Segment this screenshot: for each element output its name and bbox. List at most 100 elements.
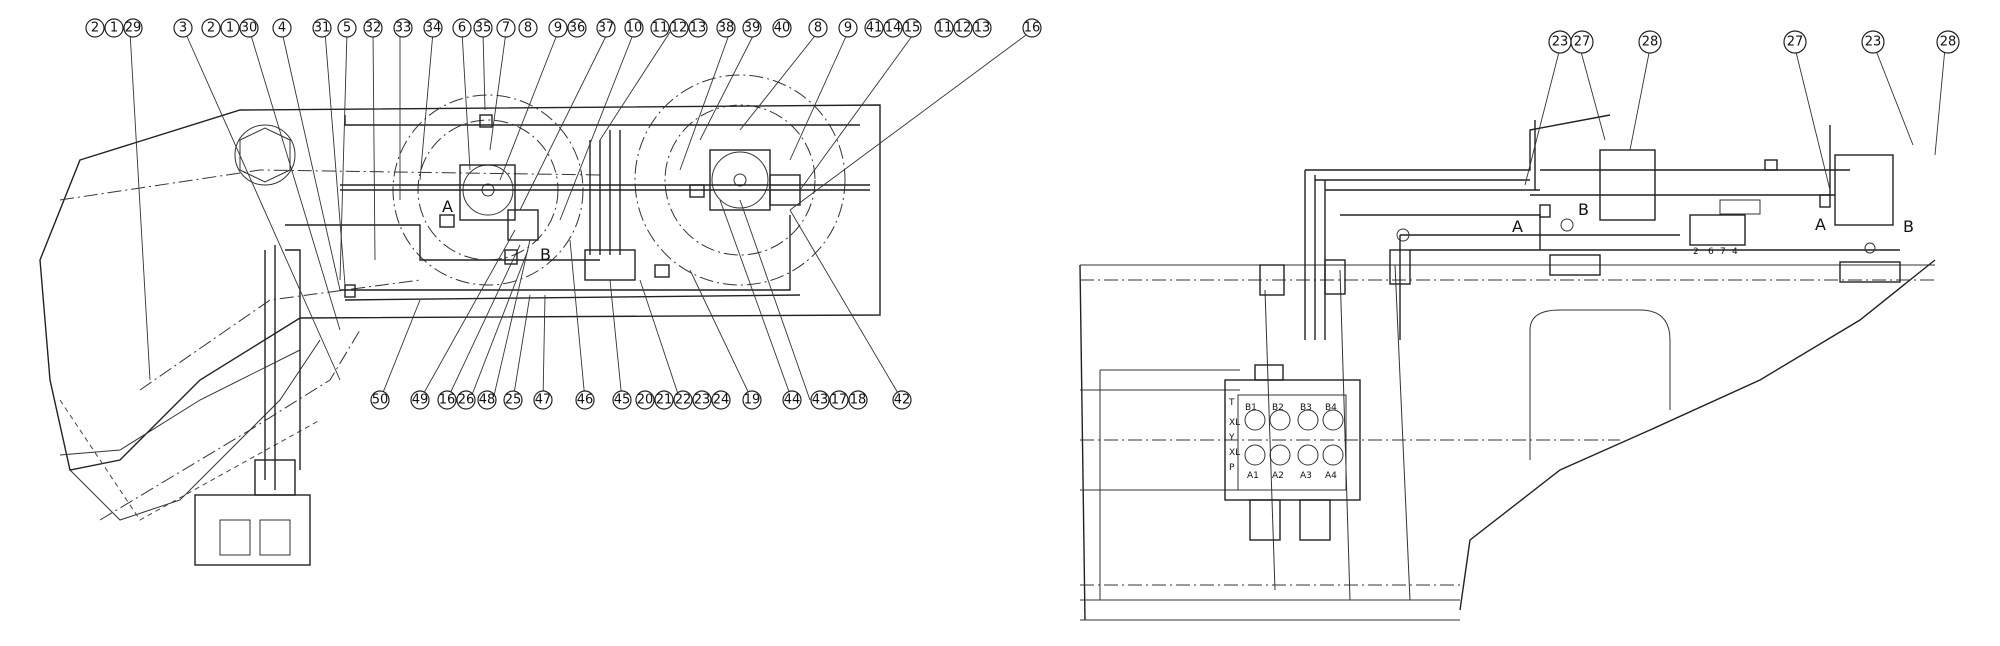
svg-text:47: 47 [535, 393, 552, 408]
manifold-solenoid [1719, 199, 1761, 215]
valve-top-fitting [1254, 364, 1284, 381]
manifold-number: 4 [1732, 247, 1738, 257]
balloon: 27 [1783, 30, 1807, 54]
balloon: 12 [669, 18, 689, 38]
balloon: 15 [902, 18, 922, 38]
balloon: 26 [456, 390, 476, 410]
valve-side-xl-2: XL [1229, 448, 1240, 458]
pipe-return [340, 215, 791, 291]
svg-text:18: 18 [850, 393, 867, 408]
svg-text:27: 27 [1574, 35, 1591, 50]
svg-text:12: 12 [671, 21, 688, 36]
balloon: 44 [782, 390, 802, 410]
control-valve-block [194, 494, 311, 566]
port-label-a: A [1815, 215, 1826, 234]
balloon: 7 [496, 18, 516, 38]
control-valve-inner [1237, 394, 1347, 491]
valve-block-1 [507, 209, 539, 241]
balloon: 16 [1022, 18, 1042, 38]
balloon: 43 [810, 390, 830, 410]
balloon: 18 [848, 390, 868, 410]
clamp-2 [1324, 259, 1346, 295]
svg-text:4: 4 [278, 21, 286, 36]
pivot-hex [239, 127, 291, 183]
balloon: 47 [533, 390, 553, 410]
valve-port [1269, 444, 1291, 466]
svg-text:1: 1 [226, 21, 234, 36]
port-label-b: B [1578, 200, 1589, 219]
svg-text:29: 29 [125, 21, 142, 36]
svg-text:3: 3 [179, 21, 187, 36]
svg-text:42: 42 [894, 393, 911, 408]
balloon: 14 [883, 18, 903, 38]
chassis-verticals [1264, 264, 1411, 601]
valve-label-b1: B1 [1245, 403, 1257, 413]
bottom-leaders [379, 199, 903, 401]
balloon: 34 [423, 18, 443, 38]
port-label-a: A [1512, 217, 1523, 236]
svg-text:41: 41 [866, 21, 883, 36]
valve-port [1297, 409, 1319, 431]
svg-text:22: 22 [675, 393, 692, 408]
balloon: 28 [1936, 30, 1960, 54]
svg-text:37: 37 [598, 21, 615, 36]
valve-port [1244, 409, 1266, 431]
valve-cap [254, 459, 296, 496]
balloon: 50 [370, 390, 390, 410]
boom-lower-edge [59, 349, 301, 456]
balloon: 16 [437, 390, 457, 410]
clamp-3 [1389, 249, 1411, 285]
balloon: 1 [104, 18, 124, 38]
balloon: 27 [1570, 30, 1594, 54]
balloon: 12 [953, 18, 973, 38]
svg-text:33: 33 [395, 21, 412, 36]
valve-port [1269, 409, 1291, 431]
balloon: 46 [575, 390, 595, 410]
balloon: 6 [452, 18, 472, 38]
svg-text:23: 23 [694, 393, 711, 408]
valve-label-a2: A2 [1272, 471, 1284, 481]
svg-text:25: 25 [505, 393, 522, 408]
svg-text:44: 44 [784, 393, 801, 408]
control-valve-body [1224, 379, 1361, 501]
balloon: 41 [864, 18, 884, 38]
valve-cell-2 [259, 519, 291, 556]
balloon: 23 [1548, 30, 1572, 54]
balloon: 37 [596, 18, 616, 38]
svg-text:45: 45 [614, 393, 631, 408]
balloon: 9 [548, 18, 568, 38]
balloon: 28 [1638, 30, 1662, 54]
svg-text:49: 49 [412, 393, 429, 408]
right-leaders [1524, 47, 1946, 191]
chassis-bottom-rails [1080, 599, 1460, 621]
balloon: 33 [393, 18, 413, 38]
svg-text:19: 19 [744, 393, 761, 408]
balloon: 48 [477, 390, 497, 410]
pump-2-dashed-circle [634, 74, 846, 286]
balloon: 13 [972, 18, 992, 38]
svg-text:10: 10 [626, 21, 643, 36]
balloon: 40 [772, 18, 792, 38]
valve-port [1322, 409, 1344, 431]
svg-text:11: 11 [652, 21, 669, 36]
svg-text:31: 31 [314, 21, 331, 36]
mid-centerline [139, 279, 421, 391]
balloon: 1 [220, 18, 240, 38]
svg-text:6: 6 [458, 21, 466, 36]
svg-text:5: 5 [343, 21, 351, 36]
valve-label-b4: B4 [1325, 403, 1337, 413]
fitting-c [654, 264, 670, 278]
hidden-edge [59, 399, 321, 521]
valve-side-xl: XL [1229, 418, 1240, 428]
upper-centerline [59, 169, 601, 201]
balloon: 36 [567, 18, 587, 38]
valve-label-a4: A4 [1325, 471, 1337, 481]
mount-plate-1 [1549, 254, 1601, 276]
balloon: 17 [829, 390, 849, 410]
svg-text:23: 23 [1552, 35, 1569, 50]
valve-side-t: T [1228, 398, 1235, 408]
manifold-number: 7 [1720, 247, 1726, 257]
chassis-opening [1529, 309, 1671, 460]
balloon: 32 [363, 18, 383, 38]
balloon: 30 [239, 18, 259, 38]
